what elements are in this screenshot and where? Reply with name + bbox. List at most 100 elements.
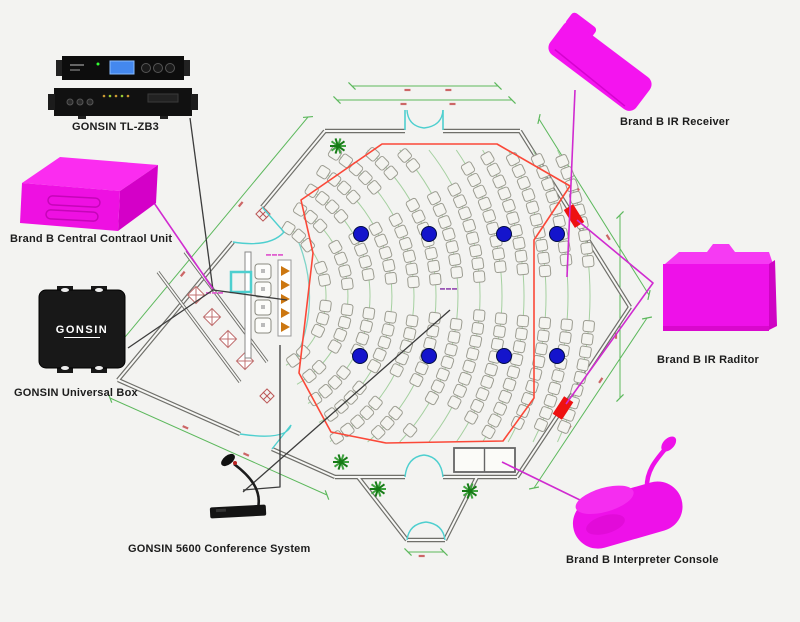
seat	[581, 255, 595, 268]
lcd-display	[109, 60, 135, 75]
seat	[338, 264, 352, 278]
blue-dot-marker	[549, 226, 565, 242]
label-conference-system: GONSIN 5600 Conference System	[128, 543, 311, 555]
seat	[411, 209, 426, 224]
leader-line-black	[189, 117, 214, 291]
door-arc	[404, 454, 444, 478]
seat	[388, 212, 403, 227]
seat	[480, 375, 495, 389]
blue-dot-marker	[549, 348, 565, 364]
seat	[480, 151, 495, 166]
seat	[486, 221, 500, 236]
dimension-tick	[107, 393, 113, 403]
dimension-line	[109, 397, 328, 496]
seat	[328, 239, 343, 254]
seat	[318, 383, 333, 399]
dimension-tick	[528, 486, 540, 490]
blue-dot-marker	[496, 226, 512, 242]
seat	[447, 395, 462, 410]
seat	[511, 163, 526, 178]
seat	[582, 319, 595, 333]
seat	[525, 379, 539, 394]
seat	[510, 352, 524, 367]
rostrum-mic	[281, 308, 290, 318]
seat	[338, 153, 353, 168]
central-control-unit-image	[20, 157, 158, 231]
dimension-tick	[508, 96, 516, 104]
blue-dot-marker	[353, 226, 369, 242]
seat	[557, 419, 572, 434]
annex-box	[218, 329, 238, 349]
seat	[319, 299, 332, 313]
seat	[530, 153, 545, 168]
cad-annotation	[218, 292, 223, 294]
seat	[374, 233, 389, 248]
red-seating-boundary	[298, 143, 571, 444]
blue-dot-marker	[421, 226, 437, 242]
dimension-line	[533, 317, 648, 489]
leader-line-magenta	[566, 89, 576, 278]
seat	[469, 334, 483, 348]
seat	[383, 165, 399, 181]
radiator-handle	[707, 244, 735, 252]
seat	[475, 387, 490, 402]
seat	[427, 259, 441, 273]
seat	[558, 331, 572, 344]
dimension-tick	[616, 211, 624, 219]
rostrum-mic	[281, 294, 290, 304]
seat	[316, 165, 331, 180]
label-ir-receiver: Brand B IR Receiver	[620, 116, 730, 128]
seat	[516, 314, 530, 328]
dimension-tick	[647, 289, 651, 301]
seat	[559, 253, 573, 267]
seat	[409, 373, 424, 388]
seat	[362, 307, 376, 320]
seat	[395, 351, 409, 366]
leader-line-black	[127, 289, 214, 349]
seat-row-arc	[399, 149, 459, 443]
seat	[424, 246, 438, 261]
seat	[482, 209, 496, 223]
seat	[576, 358, 590, 372]
seat	[545, 189, 559, 204]
seat	[477, 196, 492, 211]
seat	[398, 237, 413, 251]
dimension-tick	[641, 316, 653, 320]
column-marker	[262, 391, 272, 401]
seat	[405, 262, 419, 276]
seat	[521, 188, 536, 202]
seat	[493, 401, 508, 416]
leader-line-magenta	[565, 219, 654, 405]
seat	[538, 316, 552, 330]
ir-receiver-image	[548, 12, 652, 111]
seat	[336, 365, 351, 380]
seat	[405, 314, 419, 328]
seat	[354, 242, 368, 257]
seat	[429, 272, 442, 286]
rostrum-chair	[261, 269, 265, 273]
blue-dot-marker	[496, 348, 512, 364]
seat	[467, 172, 482, 188]
seat	[512, 236, 526, 250]
cad-annotation	[272, 254, 277, 256]
seat	[448, 253, 462, 267]
seat	[333, 209, 349, 224]
seat	[578, 229, 592, 243]
seat	[497, 186, 512, 201]
seat	[460, 161, 476, 176]
seat	[334, 251, 348, 266]
seat	[368, 395, 383, 411]
cad-annotation	[446, 288, 451, 290]
seat	[493, 325, 506, 338]
leader-line-magenta	[149, 196, 214, 290]
seat	[529, 213, 543, 227]
seat	[515, 327, 528, 341]
seat	[445, 240, 459, 254]
rostrum-mic	[281, 266, 290, 276]
seat	[560, 318, 573, 331]
rostrum-mic	[281, 322, 290, 332]
ir-radiator-image	[663, 244, 777, 331]
seat	[534, 418, 548, 432]
seat	[534, 342, 548, 356]
